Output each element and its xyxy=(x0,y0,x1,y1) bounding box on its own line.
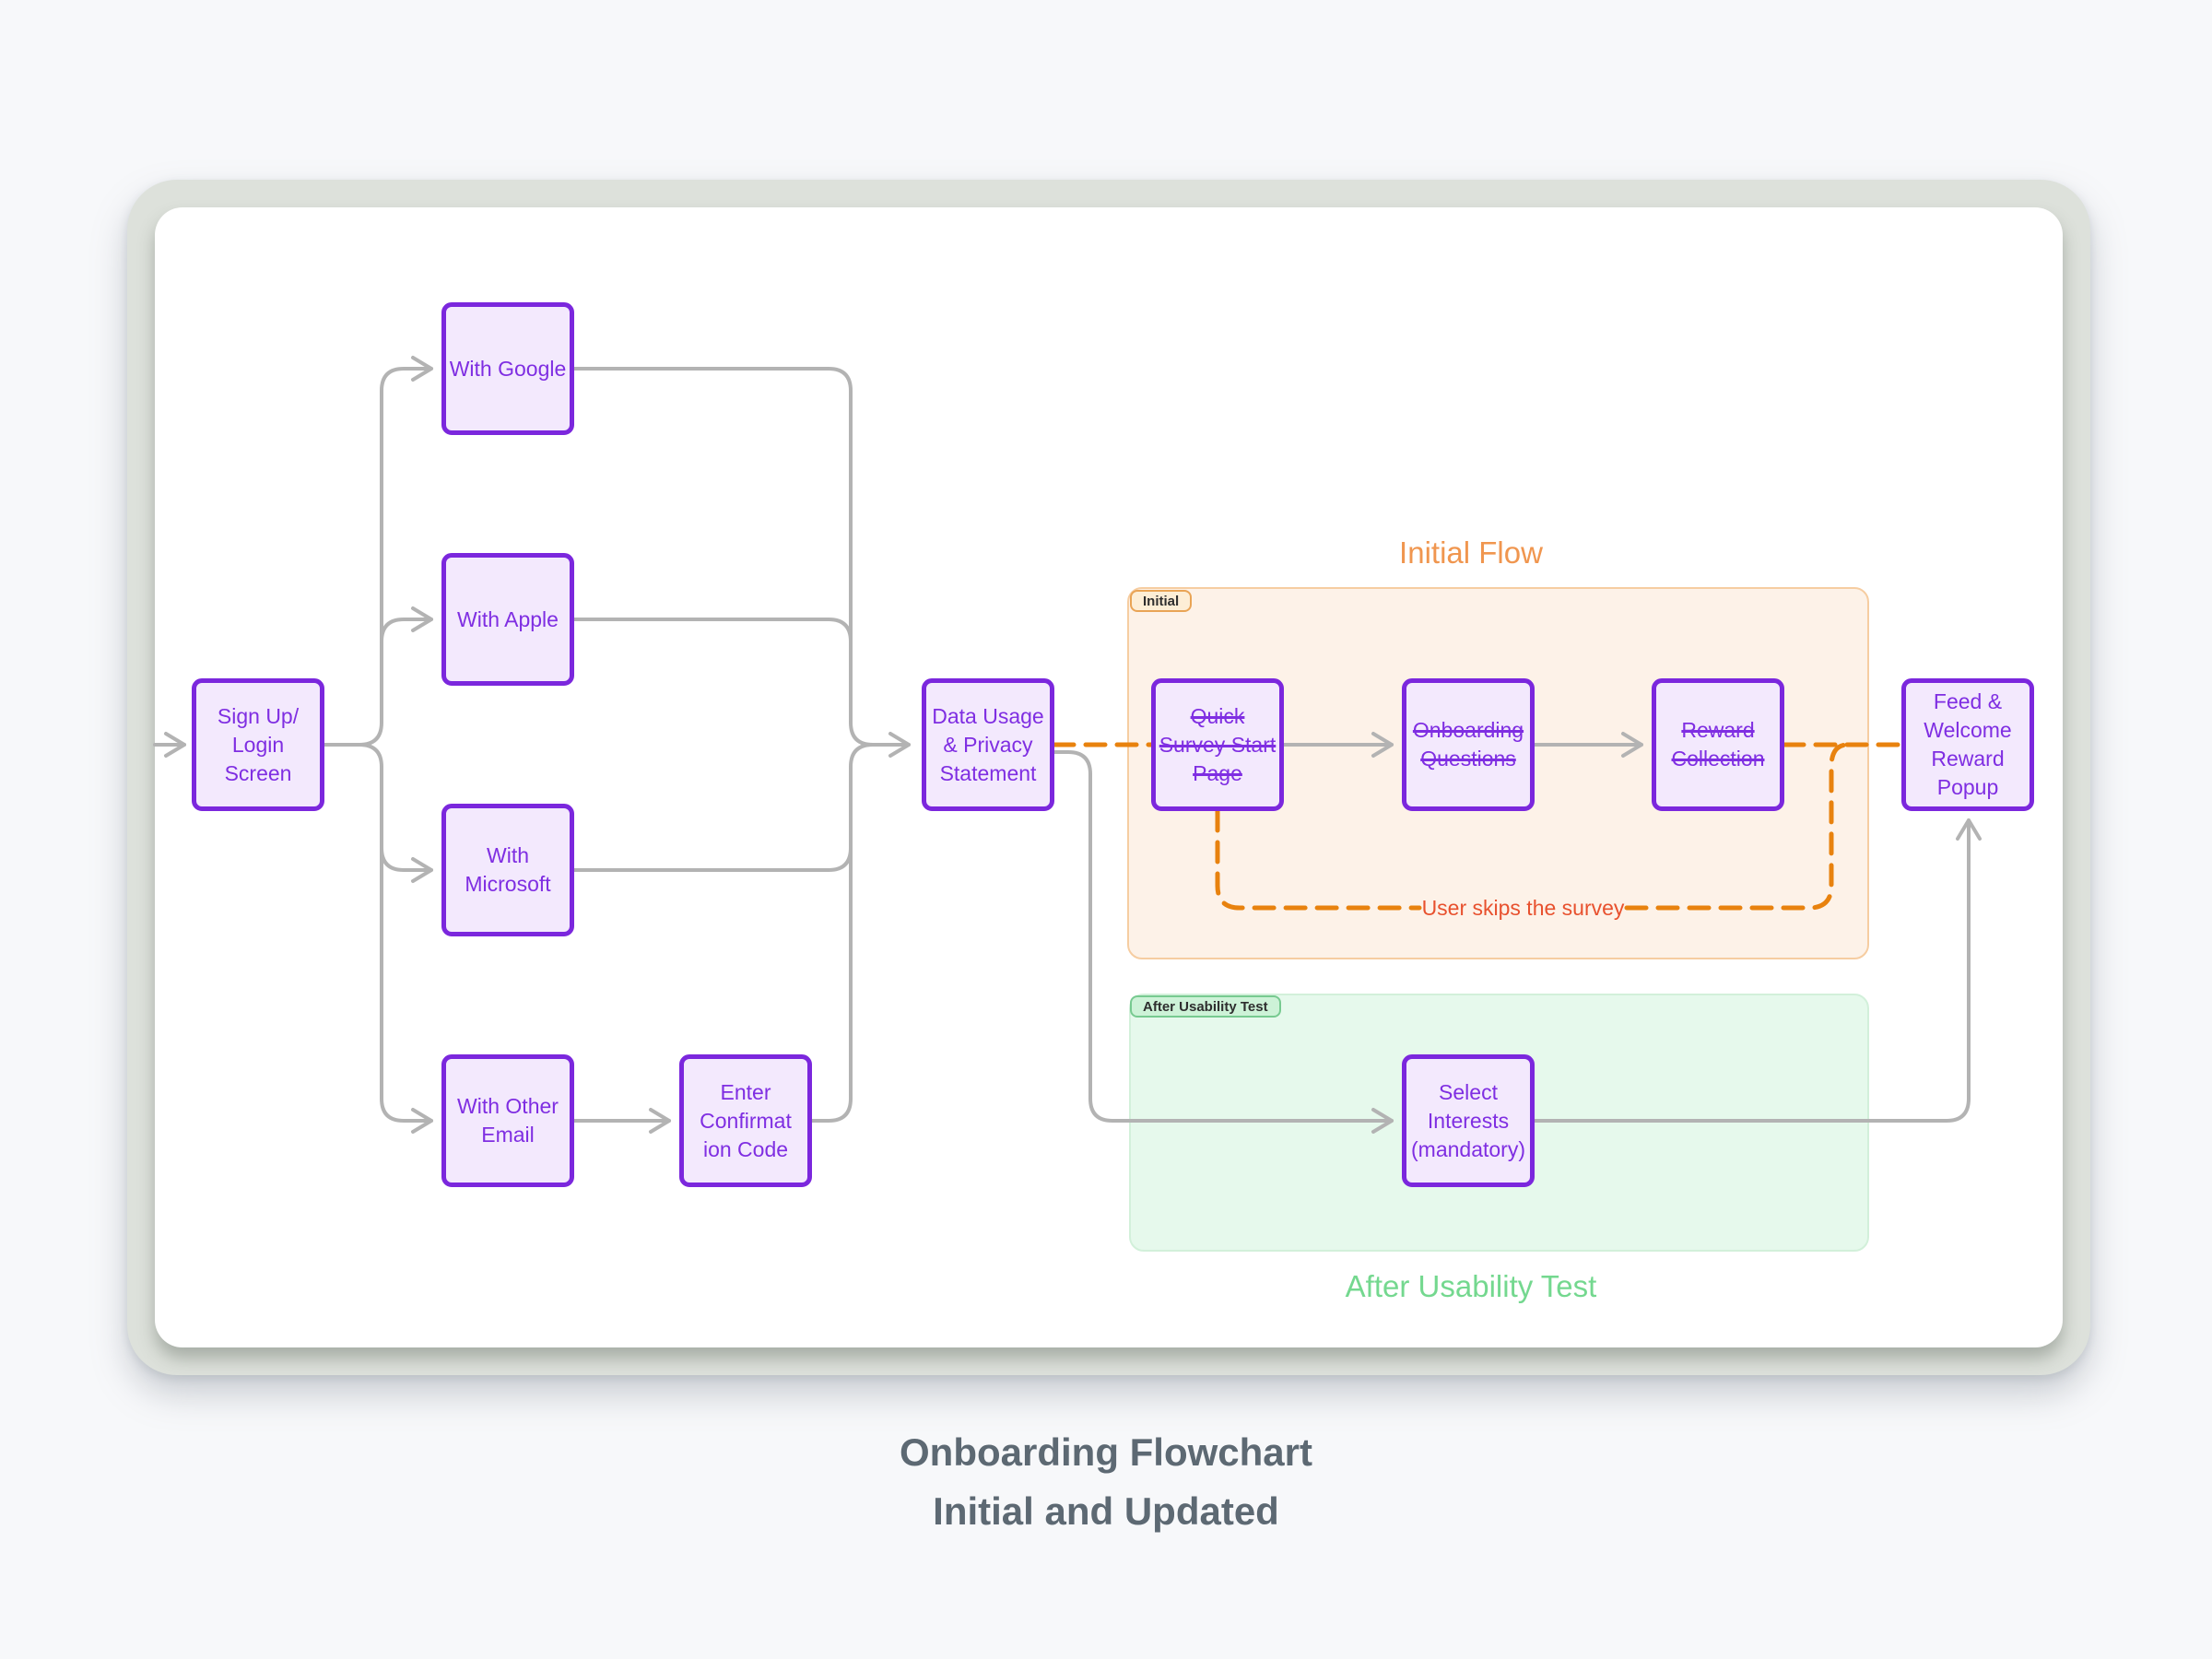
diagram-title: Onboarding Flowchart Initial and Updated xyxy=(737,1423,1475,1541)
node-label: Confirmat xyxy=(700,1108,792,1133)
node-label: ion Code xyxy=(702,1136,789,1161)
node-label-strikethrough: Questions xyxy=(1420,747,1516,771)
node-label: With Other xyxy=(457,1094,559,1118)
node-signup-login-screen: Sign Up/ Login Screen xyxy=(192,678,324,811)
node-label-strikethrough: Page xyxy=(1193,760,1242,785)
node-label: (mandatory) xyxy=(1411,1136,1525,1161)
node-select-interests-mandatory: Select Interests (mandatory) xyxy=(1402,1054,1535,1187)
edge-skip-survey-right xyxy=(1624,742,1851,911)
node-label: Sign Up/ xyxy=(217,703,300,728)
edge-confirm-to-merge xyxy=(809,765,853,1123)
node-label: Select xyxy=(1439,1079,1498,1104)
node-label: Reward xyxy=(1931,747,2005,771)
node-label: With Apple xyxy=(457,606,559,631)
node-label: Popup xyxy=(1936,775,1999,799)
node-with-google: With Google xyxy=(441,302,574,435)
initial-flow-title: Initial Flow xyxy=(1399,535,1543,570)
node-label: & Privacy xyxy=(943,732,1033,757)
edge-signup-to-otheremail xyxy=(323,743,433,1134)
node-label: Data Usage xyxy=(932,703,1044,728)
node-enter-confirmation-code: Enter Confirmat ion Code xyxy=(679,1054,812,1187)
diagram-title-line2: Initial and Updated xyxy=(933,1489,1279,1533)
edge-skip-survey-left xyxy=(1215,808,1422,911)
diagram-title-line1: Onboarding Flowchart xyxy=(900,1430,1312,1474)
after-usability-title: After Usability Test xyxy=(1345,1269,1597,1303)
node-label: Login xyxy=(231,732,285,757)
node-label-strikethrough: Reward xyxy=(1681,718,1755,742)
edge-signup-to-microsoft xyxy=(380,846,433,883)
node-label: Welcome xyxy=(1924,718,2012,742)
after-usability-badge: After Usability Test xyxy=(1130,995,1281,1018)
node-label: Screen xyxy=(224,760,292,785)
node-label: With Google xyxy=(449,356,567,381)
node-with-apple: With Apple xyxy=(441,553,574,686)
node-label: Feed & xyxy=(1933,689,2003,713)
node-data-usage-privacy: Data Usage & Privacy Statement xyxy=(922,678,1054,811)
edge-signup-to-apple xyxy=(380,606,433,643)
edge-microsoft-to-merge xyxy=(572,765,853,872)
user-skips-survey-label: User skips the survey xyxy=(1421,895,1625,920)
edge-signup-to-google xyxy=(323,356,433,747)
node-label: Microsoft xyxy=(465,872,551,896)
node-reward-collection: Reward Collection xyxy=(1652,678,1784,811)
edge-merge-to-datausage-top xyxy=(849,721,911,758)
node-with-microsoft: With Microsoft xyxy=(441,804,574,936)
node-label-strikethrough: Onboarding xyxy=(1412,718,1524,742)
node-with-other-email: With Other Email xyxy=(441,1054,574,1187)
edge-datausage-to-selectinterests xyxy=(1053,750,1394,1134)
node-onboarding-questions: Onboarding Questions xyxy=(1402,678,1535,811)
node-label: Statement xyxy=(939,760,1037,785)
node-label: Email xyxy=(481,1123,535,1147)
node-label-strikethrough: Quick xyxy=(1190,703,1245,728)
edge-selectinterests-to-feed xyxy=(1533,818,1982,1123)
node-label: With xyxy=(487,843,529,867)
node-quick-survey-start-page: Quick Survey Start Page xyxy=(1151,678,1284,811)
node-feed-welcome-reward-popup: Feed & Welcome Reward Popup xyxy=(1901,678,2034,811)
initial-badge: Initial xyxy=(1130,590,1193,612)
edge-google-to-merge xyxy=(572,367,853,724)
node-label-strikethrough: Collection xyxy=(1671,747,1765,771)
edge-apple-to-merge xyxy=(572,618,853,724)
edge-merge-to-datausage-bottom xyxy=(849,743,875,769)
node-label: Interests xyxy=(1427,1108,1510,1133)
node-label-strikethrough: Survey Start xyxy=(1159,732,1277,757)
node-label: Enter xyxy=(720,1079,771,1104)
